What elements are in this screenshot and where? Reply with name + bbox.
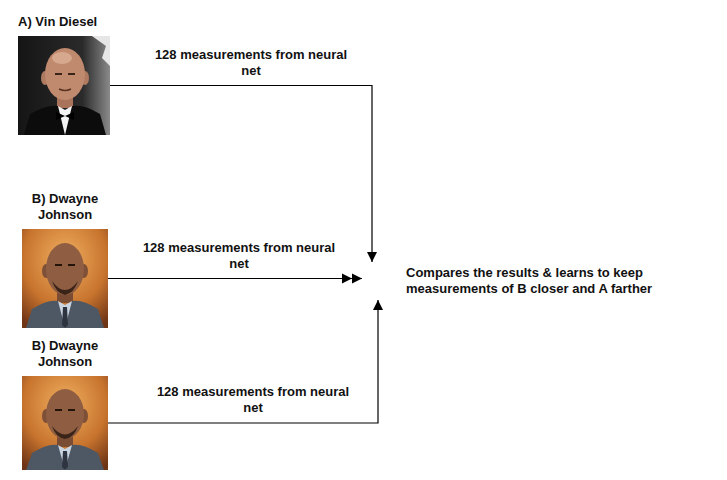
person-label: A) Vin Diesel [18, 14, 110, 30]
photo-background [18, 36, 110, 135]
photo-node: B) Dwayne Johnson [22, 191, 108, 328]
tuxedo [24, 106, 106, 135]
head [46, 389, 84, 439]
person-label: B) Dwayne Johnson [28, 191, 102, 223]
shirt [58, 301, 72, 328]
connector-arrow [108, 300, 378, 423]
shirt [58, 445, 72, 470]
arrow-head [373, 300, 383, 310]
suit [26, 445, 104, 470]
eyes [55, 73, 75, 75]
photo-node: B) Dwayne Johnson [22, 338, 108, 470]
bow-tie [56, 112, 74, 120]
photo-vin-diesel [18, 36, 110, 135]
suit [26, 301, 104, 328]
photo-dwayne-johnson [22, 229, 108, 328]
tie [62, 307, 68, 328]
edge-label: 128 measurements from neural net [153, 384, 353, 416]
photo-area [22, 229, 108, 328]
eyes [55, 409, 75, 411]
person-label: B) Dwayne Johnson [28, 338, 102, 370]
tie [62, 451, 68, 470]
beard [52, 426, 78, 439]
photo-background [22, 229, 108, 328]
arrow-head [367, 252, 377, 262]
head [46, 243, 84, 295]
arrow-head [352, 274, 362, 284]
edge-label: 128 measurements from neural net [151, 47, 351, 79]
backdrop-logo [92, 36, 110, 66]
photo-node: A) Vin Diesel [18, 14, 110, 135]
photo-area [18, 36, 110, 135]
arrow-head [342, 274, 352, 284]
head-highlight [52, 52, 72, 64]
edge-label: 128 measurements from neural net [139, 240, 339, 272]
eyes [55, 264, 75, 266]
head [45, 48, 85, 100]
result-text: Compares the results & learns to keep me… [406, 265, 702, 297]
connector-arrow [108, 278, 362, 279]
shirt [58, 106, 72, 135]
photo-dwayne-johnson [22, 376, 108, 470]
result-node: Compares the results & learns to keep me… [362, 262, 702, 300]
photo-area [22, 376, 108, 470]
beard [52, 281, 78, 295]
photo-background [22, 376, 108, 470]
connector-arrow [110, 86, 372, 263]
mouth [59, 89, 71, 91]
